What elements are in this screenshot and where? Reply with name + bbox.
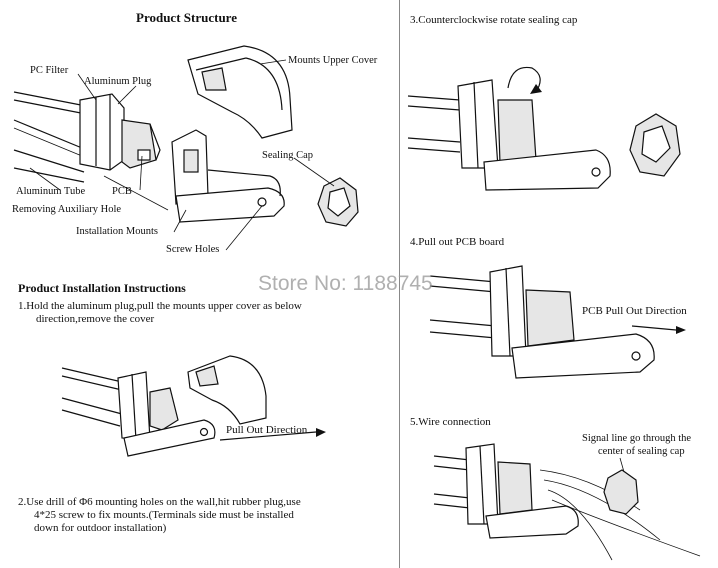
pcb-pull-out-direction-label: PCB Pull Out Direction — [582, 305, 687, 317]
store-watermark: Store No: 1188745 — [258, 272, 433, 295]
signal-line-label-line2: center of sealing cap — [598, 446, 685, 457]
step2-text-line1: 2.Use drill of Φ6 mounting holes on the … — [18, 496, 301, 508]
upper-cover-part — [187, 45, 293, 139]
label-installation-mounts: Installation Mounts — [76, 226, 158, 237]
step3-text: 3.Counterclockwise rotate sealing cap — [410, 14, 578, 26]
step2-text-line3: down for outdoor installation) — [34, 522, 167, 534]
label-mounts-upper-cover: Mounts Upper Cover — [288, 55, 378, 66]
step1-text-line2: direction,remove the cover — [36, 313, 155, 325]
step2-text-line2: 4*25 screw to fix mounts.(Terminals side… — [34, 509, 294, 521]
installation-mount-part — [171, 129, 285, 223]
label-aluminum-tube: Aluminum Tube — [16, 186, 86, 197]
step3-drawing — [407, 66, 681, 191]
signal-line-label-line1: Signal line go through the — [582, 433, 692, 444]
label-removing-auxiliary-hole: Removing Auxiliary Hole — [12, 204, 122, 215]
step4-text: 4.Pull out PCB board — [410, 236, 505, 248]
pull-out-direction-label: Pull Out Direction — [226, 424, 308, 436]
instructions-title: Product Installation Instructions — [18, 281, 186, 295]
label-sealing-cap: Sealing Cap — [262, 150, 314, 161]
column-divider — [399, 0, 400, 568]
structure-tube-assembly — [13, 91, 161, 183]
step5-drawing — [433, 443, 701, 561]
label-aluminum-plug: Aluminum Plug — [84, 76, 152, 87]
step4-drawing — [429, 265, 686, 379]
sealing-cap-part — [317, 177, 359, 227]
label-pc-filter: PC Filter — [30, 65, 69, 76]
step1-text-line1: 1.Hold the aluminum plug,pull the mounts… — [18, 300, 302, 312]
structure-title: Product Structure — [136, 10, 237, 25]
step5-text: 5.Wire connection — [410, 416, 491, 428]
step1-drawing — [61, 355, 326, 457]
structure-leader-lines — [29, 59, 335, 251]
label-pcb: PCB — [112, 186, 132, 197]
label-screw-holes: Screw Holes — [166, 244, 220, 255]
